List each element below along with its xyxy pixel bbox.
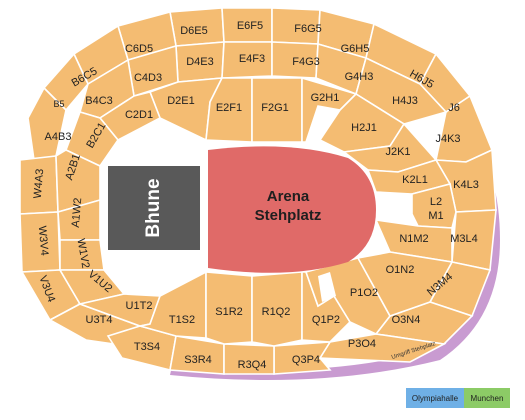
section-s1r2[interactable] bbox=[205, 271, 253, 345]
label-u3t4: U3T4 bbox=[86, 314, 113, 326]
label-g4h3: G4H3 bbox=[345, 71, 374, 83]
arena-stehplatz-floor[interactable] bbox=[208, 146, 376, 273]
label-p3o4: P3O4 bbox=[348, 338, 376, 350]
label-j6: J6 bbox=[448, 102, 460, 114]
label-r3q4: R3Q4 bbox=[238, 359, 267, 371]
label-f4g3: F4G3 bbox=[292, 56, 320, 68]
label-o1n2: O1N2 bbox=[386, 264, 415, 276]
label-p1o2: P1O2 bbox=[350, 287, 378, 299]
label-q1p2: Q1P2 bbox=[312, 314, 340, 326]
label-h4j3: H4J3 bbox=[392, 95, 418, 107]
label-t1s2: T1S2 bbox=[169, 314, 195, 326]
section-a4b3[interactable] bbox=[27, 86, 67, 161]
section-n1m2[interactable] bbox=[374, 219, 453, 263]
label-g2h1: G2H1 bbox=[311, 92, 340, 104]
label-d6e5: D6E5 bbox=[180, 25, 208, 37]
arena-label: Arena bbox=[267, 188, 310, 205]
label-l2m1-a: L2 bbox=[430, 196, 442, 208]
label-j4k3: J4K3 bbox=[435, 133, 460, 145]
label-h2j1: H2J1 bbox=[351, 122, 377, 134]
label-c2d1: C2D1 bbox=[125, 109, 153, 121]
north-aisle bbox=[306, 106, 330, 148]
label-m3l4: M3L4 bbox=[450, 233, 478, 245]
section-p3o4[interactable] bbox=[318, 333, 447, 363]
label-j2k1: J2K1 bbox=[385, 146, 410, 158]
section-b2c1[interactable] bbox=[64, 111, 120, 168]
label-f2g1: F2G1 bbox=[261, 102, 289, 114]
label-e4f3: E4F3 bbox=[239, 53, 265, 65]
label-c4d3: C4D3 bbox=[134, 72, 162, 84]
label-w3v4: W3V4 bbox=[36, 225, 51, 256]
stage-label: Bhune bbox=[143, 178, 164, 237]
label-u1t2: U1T2 bbox=[126, 300, 153, 312]
stehplatz-label: Stehplatz bbox=[255, 207, 322, 224]
section-r1q2[interactable] bbox=[251, 271, 303, 347]
label-q3p4: Q3P4 bbox=[292, 354, 320, 366]
section-r3q4[interactable] bbox=[223, 343, 275, 375]
label-d2e1: D2E1 bbox=[167, 95, 195, 107]
label-s3r4: S3R4 bbox=[184, 354, 212, 366]
section-o1n2[interactable] bbox=[356, 251, 454, 317]
label-c6d5: C6D5 bbox=[125, 43, 153, 55]
stage-block bbox=[108, 166, 200, 250]
label-t3s4: T3S4 bbox=[134, 341, 160, 353]
label-g6h5: G6H5 bbox=[341, 43, 370, 55]
label-l2m1-b: M1 bbox=[428, 210, 443, 222]
label-w1v2: W1V2 bbox=[74, 238, 91, 270]
label-a1w2: A1W2 bbox=[70, 197, 85, 228]
label-e2f1: E2F1 bbox=[216, 102, 242, 114]
label-r1q2: R1Q2 bbox=[262, 306, 291, 318]
label-f6g5: F6G5 bbox=[294, 23, 322, 35]
label-o3n4: O3N4 bbox=[392, 314, 421, 326]
label-k4l3: K4L3 bbox=[453, 179, 479, 191]
section-a2b1[interactable] bbox=[55, 149, 101, 214]
olympiahalle-badge: Olympiahalle bbox=[406, 388, 464, 408]
label-s1r2: S1R2 bbox=[215, 306, 243, 318]
label-n1m2: N1M2 bbox=[399, 233, 428, 245]
munchen-badge: Munchen bbox=[464, 388, 510, 408]
south-aisle bbox=[318, 272, 336, 302]
label-k2l1: K2L1 bbox=[402, 174, 428, 186]
label-a4b3: A4B3 bbox=[45, 131, 72, 143]
label-w4a3: W4A3 bbox=[32, 168, 47, 199]
label-b4c3: B4C3 bbox=[85, 95, 113, 107]
label-e6f5: E6F5 bbox=[237, 20, 263, 32]
label-b5: B5 bbox=[53, 99, 64, 109]
label-d4e3: D4E3 bbox=[186, 56, 214, 68]
